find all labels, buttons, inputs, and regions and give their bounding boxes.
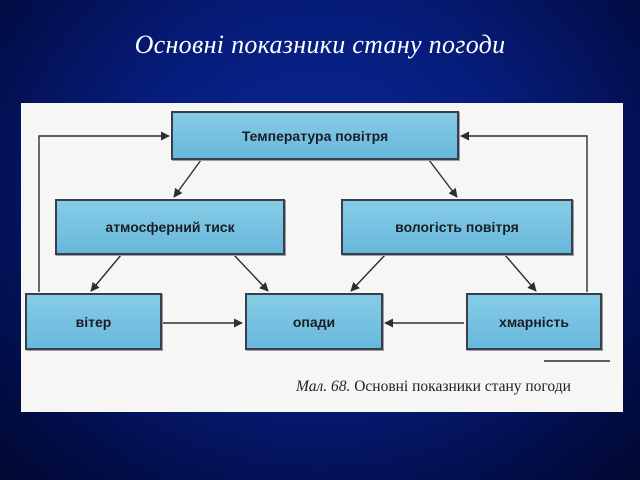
edge-humidity-precipitation: [350, 254, 386, 292]
figure-caption-text: Основні показники стану погоди: [354, 378, 571, 395]
edge-humidity-cloudiness: [504, 254, 537, 292]
diagram-panel: Температура повітря атмосферний тиск вол…: [21, 103, 623, 412]
diagram-connectors: [38, 131, 588, 328]
edge-wind-temperature: [38, 131, 170, 292]
node-humidity: вологість повітря: [341, 199, 573, 255]
figure-number: Мал. 68.: [296, 378, 351, 395]
node-temperature: Температура повітря: [171, 111, 459, 160]
edge-pressure-wind: [90, 254, 122, 292]
node-wind: вітер: [25, 293, 162, 350]
edge-temperature-humidity: [428, 159, 458, 198]
edge-cloudiness-temperature: [460, 131, 588, 292]
node-pressure: атмосферний тиск: [55, 199, 285, 255]
node-cloudiness: хмарність: [466, 293, 602, 350]
figure-caption: Мал. 68. Основні показники стану погоди: [296, 378, 616, 396]
node-precipitation: опади: [245, 293, 383, 350]
caption-rule: [544, 360, 610, 362]
slide-title: Основні показники стану погоди: [134, 30, 506, 59]
edge-pressure-precipitation: [233, 254, 269, 292]
edge-temperature-pressure: [173, 159, 202, 198]
